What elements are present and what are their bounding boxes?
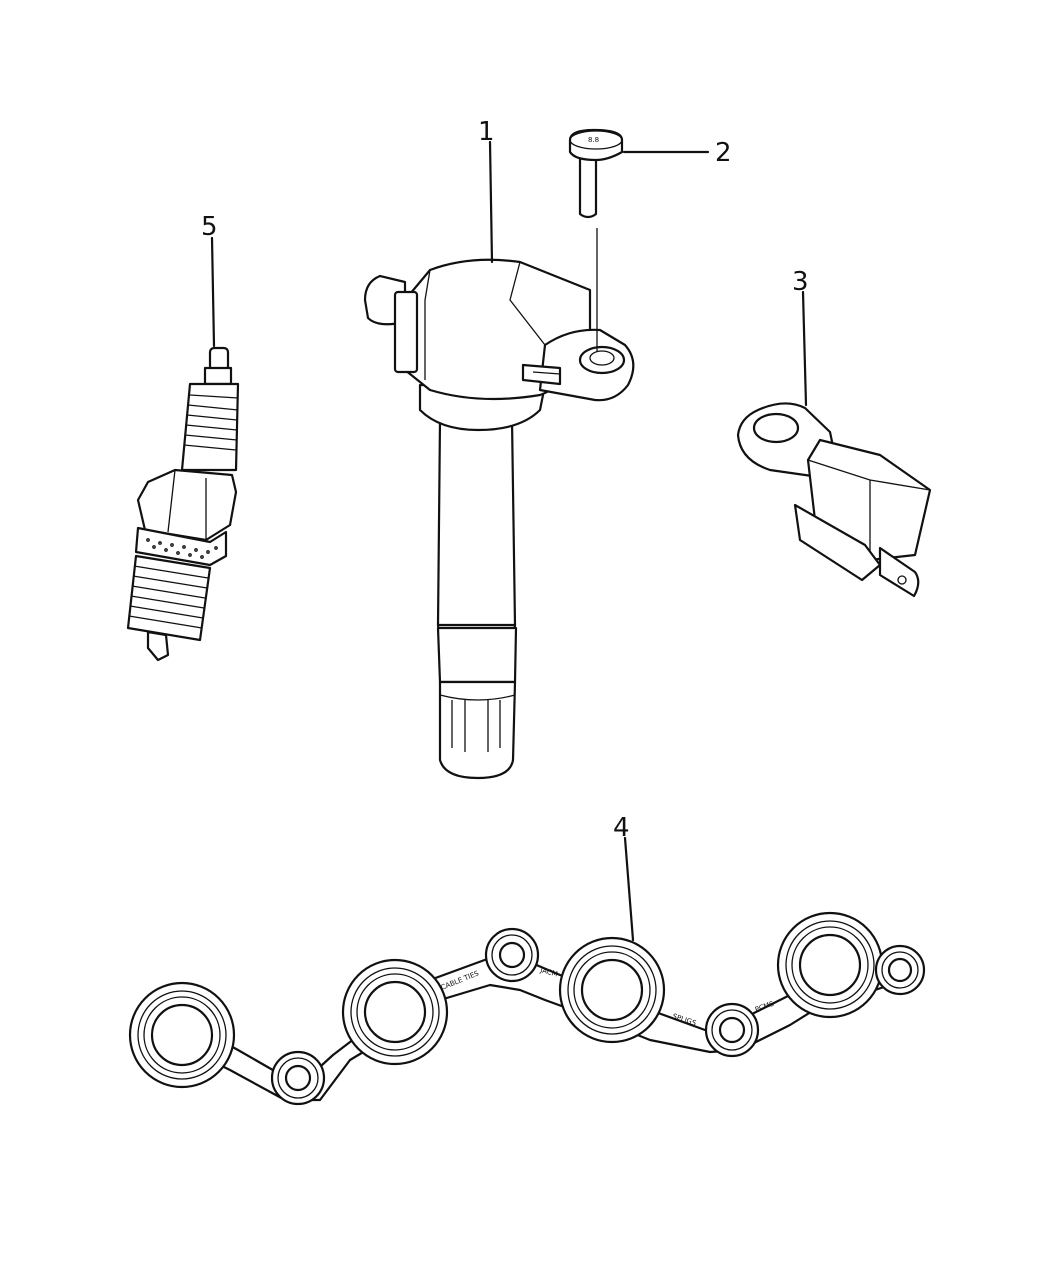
callout-4: 4 <box>613 813 630 843</box>
callout-2: 2 <box>715 138 732 168</box>
sensor-bracket <box>736 402 932 598</box>
callout-3: 3 <box>792 267 809 297</box>
callout-leader-3 <box>801 290 808 407</box>
callout-1: 1 <box>478 117 495 147</box>
ignition-coil <box>363 258 635 780</box>
seal-gasket-strip: CABLE TIES JACM SPLIGS PCMS <box>128 911 926 1106</box>
callout-5: 5 <box>201 212 218 242</box>
plug-gasket-stipple <box>146 538 218 559</box>
bolt-head-mark: 8.8 <box>588 136 599 144</box>
coil-bolt: 8.8 <box>568 128 624 219</box>
callout-leader-1 <box>488 140 494 264</box>
callout-leader-5 <box>210 236 216 348</box>
callout-leader-4 <box>623 836 635 942</box>
spark-plug <box>126 346 240 662</box>
